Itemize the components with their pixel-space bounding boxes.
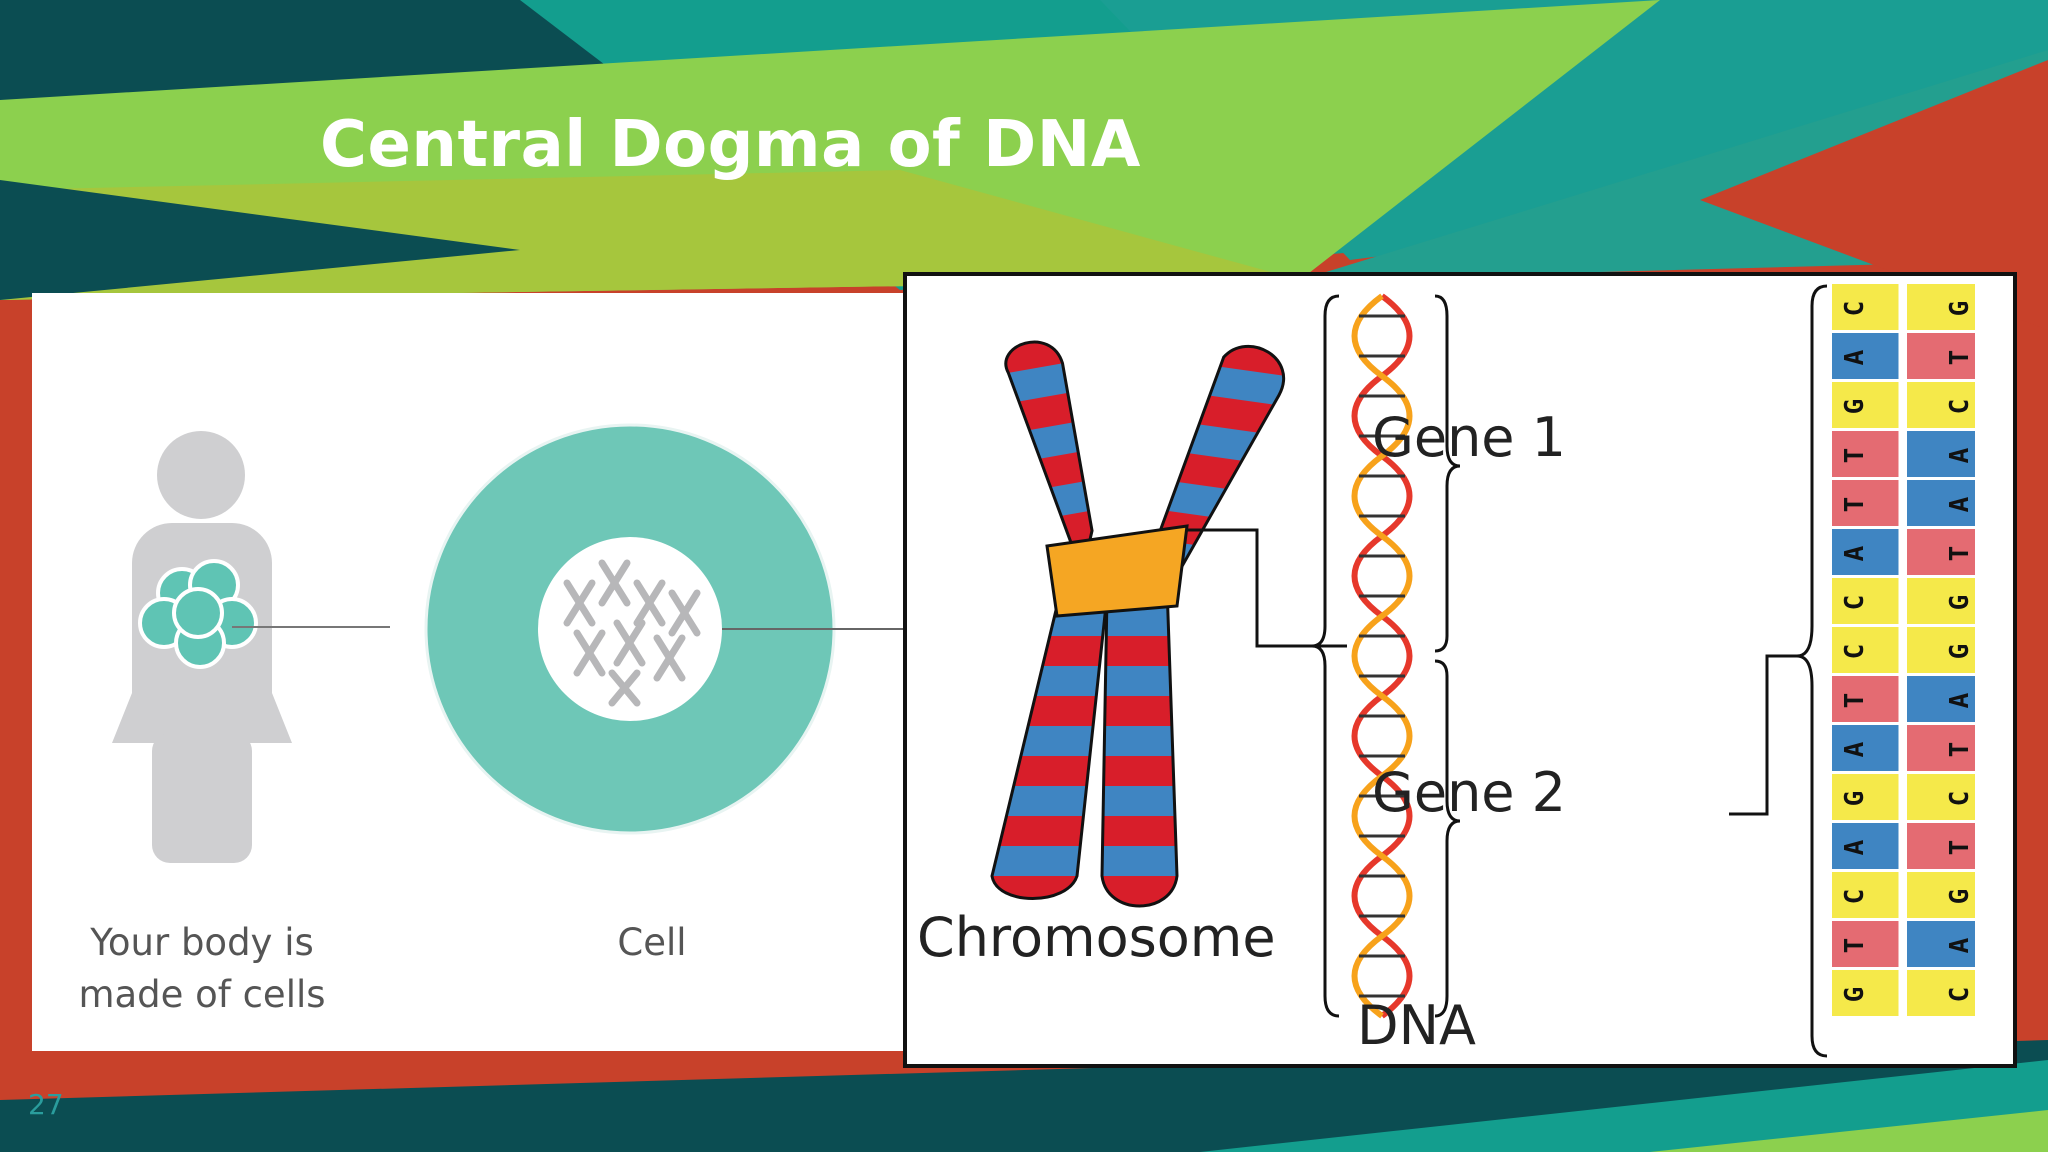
base-cell xyxy=(1832,774,1900,820)
body-cell-illustration xyxy=(112,423,912,863)
base-cell xyxy=(1907,529,1975,575)
base-letter: A xyxy=(1840,349,1870,365)
base-letter: T xyxy=(1945,742,1975,758)
base-cell xyxy=(1832,431,1900,477)
base-letter: T xyxy=(1840,448,1870,464)
base-letter: G xyxy=(1945,301,1975,317)
chromosome-dna-diagram: C G A T G C T A T A A T C G C G T A A T G C A T C G T A G C Gene 1 Ge… xyxy=(903,272,2017,1068)
connector-line xyxy=(1187,528,1347,648)
base-cell xyxy=(1832,725,1900,771)
base-cell xyxy=(1907,578,1975,624)
base-letter: T xyxy=(1840,938,1870,954)
base-cell xyxy=(1907,431,1975,477)
base-letter: G xyxy=(1945,644,1975,660)
base-letter: C xyxy=(1840,595,1870,611)
base-letter: T xyxy=(1945,546,1975,562)
base-cell xyxy=(1832,578,1900,624)
base-letter: T xyxy=(1945,840,1975,856)
dna-label: DNA xyxy=(1357,994,1476,1057)
base-cell xyxy=(1832,676,1900,722)
base-letter: C xyxy=(1945,791,1975,807)
base-cell xyxy=(1832,382,1900,428)
cell-label: Cell xyxy=(617,921,687,964)
base-cell xyxy=(1832,872,1900,918)
base-cell xyxy=(1907,676,1975,722)
chromosomes-icon xyxy=(563,559,701,707)
base-cell xyxy=(1907,823,1975,869)
body-label: Your body is made of cells xyxy=(78,921,326,1016)
base-cell xyxy=(1907,627,1975,673)
base-letter: G xyxy=(1945,595,1975,611)
base-cell xyxy=(1832,921,1900,967)
body-cell-diagram: Your body is made of cells Cell xyxy=(32,293,912,1051)
base-cell xyxy=(1832,480,1900,526)
chromosome-icon xyxy=(990,340,1286,908)
base-letter: T xyxy=(1945,350,1975,366)
slide-title: Central Dogma of DNA xyxy=(320,108,1141,182)
base-letter: T xyxy=(1840,497,1870,513)
base-cell xyxy=(1907,970,1975,1016)
base-cell xyxy=(1907,382,1975,428)
base-letter: C xyxy=(1840,644,1870,660)
base-cell xyxy=(1832,823,1900,869)
base-letter: A xyxy=(1945,692,1975,708)
base-cell xyxy=(1832,529,1900,575)
base-cell xyxy=(1907,333,1975,379)
base-cell xyxy=(1832,284,1900,330)
gene2-label: Gene 2 xyxy=(1372,761,1567,824)
base-cell xyxy=(1907,284,1975,330)
base-letter: C xyxy=(1840,889,1870,905)
base-letter: A xyxy=(1945,447,1975,463)
chromosome-label: Chromosome xyxy=(917,906,1276,969)
base-letter: C xyxy=(1840,301,1870,317)
base-letter: G xyxy=(1945,889,1975,905)
dna-helix-icon xyxy=(1351,293,1413,1019)
base-cell xyxy=(1832,970,1900,1016)
base-cell xyxy=(1907,725,1975,771)
base-letter: T xyxy=(1840,693,1870,709)
base-letter: C xyxy=(1945,987,1975,1003)
base-letter: G xyxy=(1840,399,1870,415)
base-cell xyxy=(1907,872,1975,918)
base-letter: G xyxy=(1840,791,1870,807)
base-pairs: C G A T G C T A T A A T C G C G T A A T G C A T C G T A G C xyxy=(1832,284,1975,1019)
base-letter: C xyxy=(1945,399,1975,415)
base-cell xyxy=(1907,480,1975,526)
base-cell xyxy=(1907,774,1975,820)
cell-cluster-icon xyxy=(138,559,258,669)
base-letter: A xyxy=(1840,741,1870,757)
base-letter: A xyxy=(1840,545,1870,561)
base-letter: A xyxy=(1945,496,1975,512)
page-number: 27 xyxy=(28,1088,64,1121)
base-letter: A xyxy=(1945,937,1975,953)
base-cell xyxy=(1907,921,1975,967)
base-letter: G xyxy=(1840,987,1870,1003)
chromosome-dna-illustration: C G A T G C T A T A A T C G C G T A A T G C A T C G T A G C xyxy=(990,284,1975,1058)
base-cell xyxy=(1832,333,1900,379)
gene-brackets xyxy=(1311,284,1828,1058)
base-letter: A xyxy=(1840,839,1870,855)
base-cell xyxy=(1832,627,1900,673)
gene1-label: Gene 1 xyxy=(1372,406,1567,469)
